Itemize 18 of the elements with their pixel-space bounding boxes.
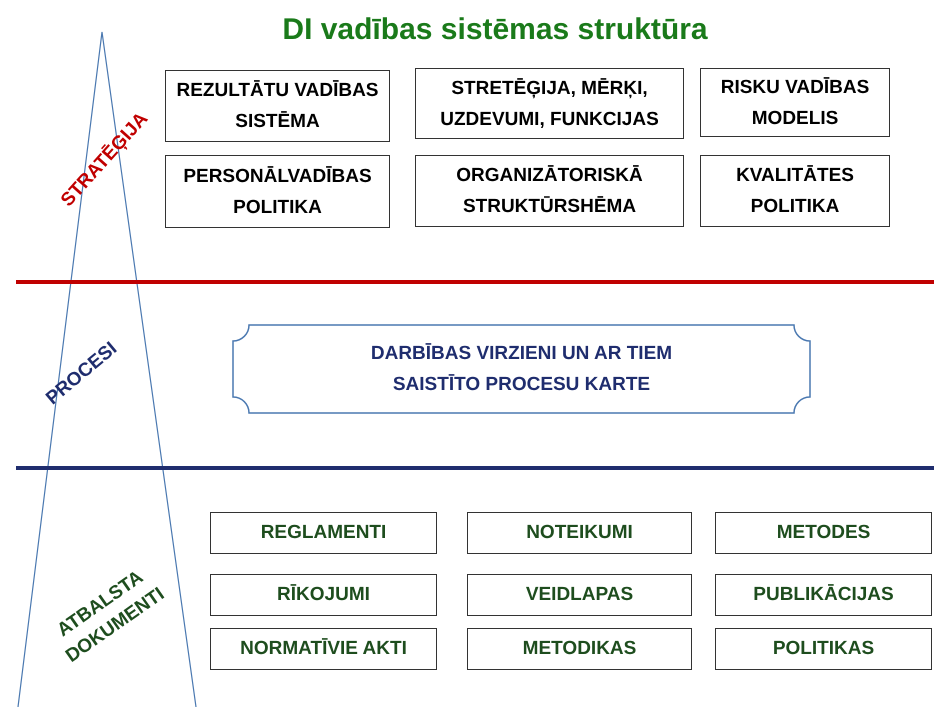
document-box: VEIDLAPAS [467, 574, 692, 616]
strategy-box: PERSONĀLVADĪBAS POLITIKA [165, 155, 390, 228]
banner-text: DARBĪBAS VIRZIENI UN AR TIEM SAISTĪTO PROCESU KARTE [370, 342, 674, 397]
diagram-title: DI vadības sistēmas struktūra [281, 12, 709, 48]
document-box: METODIKAS [467, 628, 692, 670]
document-box: POLITIKAS [715, 628, 932, 670]
strategy-box: STRETĒĢIJA, MĒRĶI, UZDEVUMI, FUNKCIJAS [415, 68, 684, 139]
strategy-box: RISKU VADĪBAS MODELIS [700, 68, 890, 137]
strategy-box: KVALITĀTES POLITIKA [700, 155, 890, 227]
document-box: PUBLIKĀCIJAS [715, 574, 932, 616]
document-box: NOTEIKUMI [467, 512, 692, 554]
process-banner [232, 324, 811, 414]
strategy-box: REZULTĀTU VADĪBAS SISTĒMA [165, 70, 390, 142]
strategy-box: ORGANIZĀTORISKĀ STRUKTŪRSHĒMA [415, 155, 684, 227]
document-box: NORMATĪVIE AKTI [210, 628, 437, 670]
document-box: METODES [715, 512, 932, 554]
document-box: RĪKOJUMI [210, 574, 437, 616]
document-box: REGLAMENTI [210, 512, 437, 554]
